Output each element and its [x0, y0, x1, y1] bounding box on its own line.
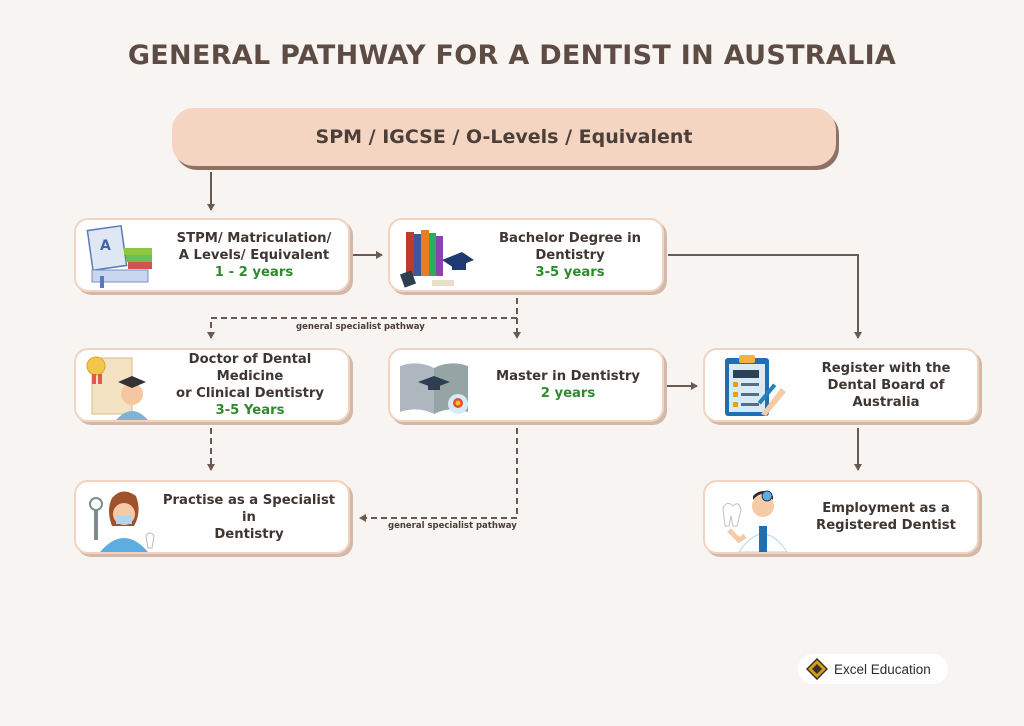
- doctor-line1: Doctor of Dental Medicine: [188, 352, 312, 384]
- page-title: GENERAL PATHWAY FOR A DENTIST IN AUSTRAL…: [127, 40, 897, 71]
- pathway-label-top: general specialist pathway: [296, 322, 425, 332]
- specialist-line2: Dentistry: [214, 526, 284, 542]
- start-qualification-box: SPM / IGCSE / O-Levels / Equivalent: [172, 108, 836, 166]
- register-line2: Dental Board of: [827, 377, 945, 393]
- master-line1: Master in Dentistry: [495, 369, 641, 384]
- bachelor-card: Bachelor Degree in Dentistry 3-5 years: [388, 218, 664, 292]
- register-line1: Register with the: [821, 360, 951, 376]
- stpm-card: A STPM/ Matriculation/ A Levels/ Equival…: [74, 218, 350, 292]
- register-line3: Australia: [852, 394, 920, 410]
- dentist-doctor-icon: [722, 490, 788, 552]
- arrow-bachelor-to-doctor: [207, 317, 517, 339]
- specialist-card: Practise as a Specialist in Dentistry: [74, 480, 350, 554]
- doctor-duration: 3-5 Years: [215, 403, 285, 418]
- pathway-label-bottom: general specialist pathway: [388, 521, 517, 531]
- brand-logo: Excel Education: [798, 654, 948, 684]
- arrow-bachelor-to-register: [668, 254, 862, 339]
- open-book-cap-icon: [400, 363, 468, 414]
- brand-diamond-icon: [806, 658, 828, 680]
- study-books-icon: A: [86, 224, 152, 288]
- employment-line2: Registered Dentist: [816, 518, 956, 533]
- books-graduation-cap-icon: [399, 230, 474, 288]
- register-card: Register with the Dental Board of Austra…: [703, 348, 979, 422]
- employment-card: Employment as a Registered Dentist: [703, 480, 979, 554]
- bachelor-line2: Dentistry: [535, 247, 605, 263]
- bachelor-text: Bachelor Degree in Dentistry 3-5 years: [486, 220, 654, 290]
- employment-text: Employment as a Registered Dentist: [803, 482, 969, 552]
- graduate-certificate-icon: [86, 356, 148, 420]
- start-qualification-label: SPM / IGCSE / O-Levels / Equivalent: [315, 126, 693, 148]
- doctor-text: Doctor of Dental Medicine or Clinical De…: [156, 350, 344, 420]
- svg-text:A: A: [100, 238, 111, 254]
- stpm-line2: A Levels/ Equivalent: [178, 247, 330, 263]
- stpm-duration: 1 - 2 years: [214, 264, 294, 280]
- employment-line1: Employment as a: [822, 501, 950, 516]
- master-duration: 2 years: [540, 386, 596, 401]
- master-card: Master in Dentistry 2 years: [388, 348, 664, 422]
- brand-name: Excel Education: [834, 661, 931, 677]
- specialist-text: Practise as a Specialist in Dentistry: [156, 482, 342, 552]
- bachelor-duration: 3-5 years: [535, 264, 605, 280]
- specialist-line1: Practise as a Specialist in: [162, 492, 336, 525]
- stpm-text: STPM/ Matriculation/ A Levels/ Equivalen…: [166, 220, 342, 290]
- doctor-card: Doctor of Dental Medicine or Clinical De…: [74, 348, 350, 422]
- dental-specialist-icon: [89, 491, 155, 552]
- register-text: Register with the Dental Board of Austra…: [803, 350, 969, 420]
- arrow-master-to-specialist: [359, 428, 518, 522]
- bachelor-line1: Bachelor Degree in: [499, 230, 641, 246]
- clipboard-checklist-icon: [725, 355, 786, 416]
- stpm-line1: STPM/ Matriculation/: [176, 230, 332, 246]
- doctor-line2: or Clinical Dentistry: [176, 386, 324, 401]
- master-text: Master in Dentistry 2 years: [482, 350, 654, 420]
